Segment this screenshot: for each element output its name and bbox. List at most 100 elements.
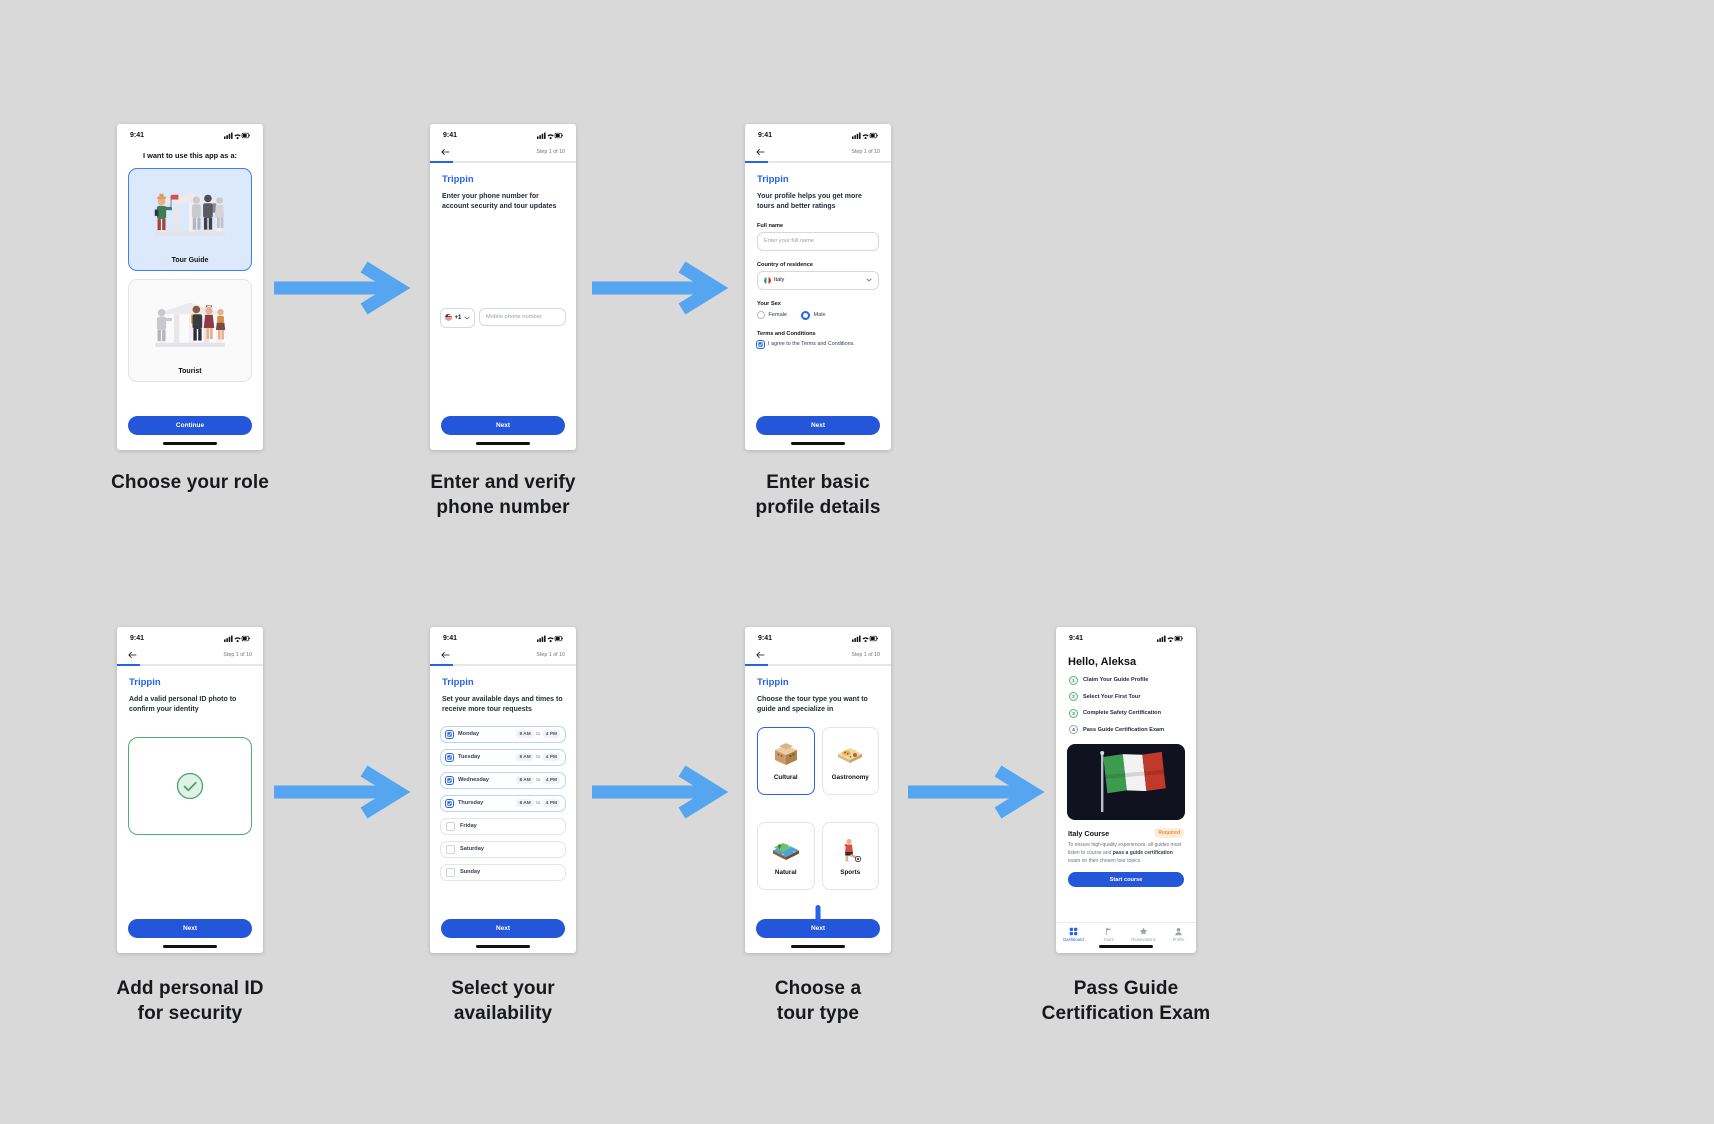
time-to-chip[interactable]: 4 PM: [542, 799, 560, 808]
tour-card-cultural[interactable]: Cultural: [757, 726, 815, 795]
checklist-item-3[interactable]: 3 Complete Safety Certification: [1069, 708, 1183, 718]
checklist-item-1[interactable]: 1 Claim Your Guide Profile: [1069, 675, 1183, 685]
flow-caption-availability: Select your availability: [451, 978, 555, 1024]
next-button[interactable]: Next: [441, 416, 565, 435]
tour-card-label: Sports: [840, 869, 861, 877]
flow-caption-certification: Pass Guide Certification Exam: [1041, 978, 1211, 1024]
app-brand: Trippin: [757, 677, 789, 688]
tab-reservations[interactable]: Reservations: [1126, 927, 1161, 942]
time-to-chip[interactable]: 4 PM: [542, 753, 560, 762]
progress-bar: [430, 664, 576, 666]
progress-bar: [117, 664, 263, 666]
tab-label: Tours: [1103, 937, 1114, 942]
mobile-phone-input[interactable]: Mobile phone number: [478, 307, 566, 326]
course-title: Italy Course: [1068, 828, 1110, 838]
back-icon[interactable]: [441, 148, 450, 156]
us-flag-icon: [445, 314, 452, 322]
radio-male[interactable]: Male: [801, 310, 826, 320]
next-button[interactable]: Next: [756, 919, 880, 938]
back-icon[interactable]: [441, 651, 450, 659]
time-to-chip[interactable]: 4 PM: [542, 776, 560, 785]
checkbox-checked-icon: [446, 776, 453, 784]
day-label: Sunday: [460, 869, 481, 876]
role-card-tourist[interactable]: Tourist: [128, 279, 252, 382]
time-from-chip[interactable]: 8 AM: [516, 753, 534, 762]
terms-label: Terms and Conditions: [757, 330, 816, 337]
desc-text: To ensure high-quality experiences, all …: [1068, 842, 1182, 856]
day-row-saturday[interactable]: Saturday: [440, 840, 566, 858]
dial-code: +1: [454, 314, 462, 321]
country-code-selector[interactable]: +1: [440, 307, 475, 328]
role-card-label: Tourist: [178, 368, 202, 375]
step-indicator: Step 1 of 10: [223, 652, 252, 658]
checkbox-unchecked-icon: [446, 821, 455, 831]
star-icon: [1139, 927, 1148, 935]
home-indicator: [791, 441, 845, 445]
checkbox-checked-icon: [446, 730, 453, 738]
tab-dashboard[interactable]: Dashboard: [1056, 927, 1091, 942]
step-number-badge: 4: [1069, 725, 1078, 734]
start-course-button[interactable]: Start course: [1068, 872, 1184, 888]
back-icon[interactable]: [756, 651, 765, 659]
time-to-chip[interactable]: 4 PM: [542, 730, 560, 739]
screen-subtitle: Enter your phone number for account secu…: [442, 193, 557, 210]
terms-checkbox-row[interactable]: I agree to the Terms and Conditions.: [757, 340, 879, 348]
progress-bar: [745, 161, 891, 163]
flow-arrow: [274, 765, 411, 819]
app-brand: Trippin: [129, 677, 161, 688]
tour-card-sports[interactable]: Sports: [821, 821, 879, 890]
day-row-friday[interactable]: Friday: [440, 817, 566, 835]
role-card-label: Tour Guide: [171, 257, 209, 264]
id-upload-dropzone[interactable]: [128, 736, 252, 835]
home-indicator: [163, 441, 217, 445]
time-from-chip[interactable]: 8 AM: [516, 730, 534, 739]
status-bar: 9:41: [430, 627, 576, 643]
radio-label: Female: [768, 312, 788, 319]
back-icon[interactable]: [756, 148, 765, 156]
to-label: to: [536, 777, 541, 783]
status-icons: [537, 635, 563, 643]
to-label: to: [536, 800, 541, 806]
role-card-tour-guide[interactable]: Tour Guide: [128, 168, 252, 271]
flow-arrow: [592, 261, 729, 315]
full-name-input[interactable]: Enter your full name: [757, 231, 879, 251]
radio-female[interactable]: Female: [757, 311, 788, 320]
checklist-item-4[interactable]: 4 Pass Guide Certification Exam: [1069, 725, 1183, 734]
tab-tours[interactable]: Tours: [1091, 927, 1126, 942]
day-row-sunday[interactable]: Sunday: [440, 863, 566, 881]
tour-card-gastronomy[interactable]: Gastronomy: [821, 726, 879, 795]
checkbox-checked-icon: [446, 753, 453, 761]
next-button[interactable]: Next: [128, 919, 252, 938]
time-from-chip[interactable]: 8 AM: [516, 799, 534, 808]
bottom-tab-bar: Dashboard Tours Reservations: [1056, 921, 1196, 942]
chevron-down-icon: [866, 278, 872, 282]
next-button[interactable]: Next: [441, 919, 565, 938]
role-prompt: I want to use this app as a:: [142, 151, 238, 160]
gastronomy-icon: [838, 748, 863, 764]
checklist-item-2[interactable]: 2 Select Your First Tour: [1069, 692, 1183, 701]
time-from-chip[interactable]: 8 AM: [516, 776, 534, 785]
country-select[interactable]: Italy: [757, 270, 879, 290]
tour-card-label: Natural: [774, 869, 797, 877]
tour-card-natural[interactable]: Natural: [757, 821, 815, 890]
status-icons: [852, 132, 878, 140]
course-description: To ensure high-quality experiences, all …: [1068, 842, 1184, 865]
continue-button[interactable]: Continue: [128, 416, 252, 435]
italy-flag-banner: [1067, 744, 1185, 820]
scrollbar-indicator[interactable]: [815, 905, 821, 922]
tour-card-label: Gastronomy: [831, 774, 869, 782]
tab-label: Reservations: [1131, 937, 1156, 942]
tab-label: Dashboard: [1063, 937, 1084, 942]
back-icon[interactable]: [128, 651, 137, 659]
radio-label: Male: [813, 312, 826, 319]
status-bar: 9:41: [1056, 627, 1196, 643]
next-button[interactable]: Next: [756, 416, 880, 435]
day-label: Tuesday: [458, 754, 481, 761]
radio-circle-selected: [801, 310, 811, 320]
tab-profile[interactable]: Profile: [1161, 927, 1196, 942]
